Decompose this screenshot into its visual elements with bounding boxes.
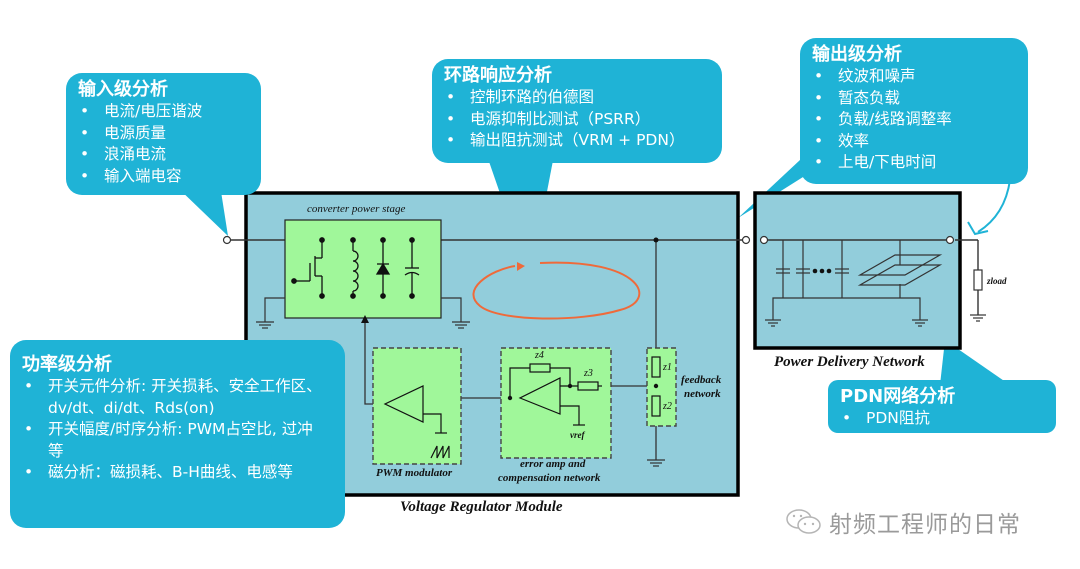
vrm-output-terminal: [741, 235, 751, 245]
terminals: [222, 235, 955, 245]
converter-grounds: [256, 297, 470, 329]
pdn-ellipsis-dots: [812, 268, 832, 274]
feedback-label-line2: network: [684, 388, 721, 400]
output-stage-item: 上电/下电时间: [812, 152, 1016, 174]
input-stage-callout: 输入级分析 电流/电压谐波 电源质量 浪涌电流 输入端电容: [66, 73, 261, 195]
feedback-label-line1: feedback: [681, 374, 722, 386]
pdn-list: PDN阻抗: [840, 408, 1044, 430]
pwm-modulator-label: PWM modulator: [376, 467, 453, 479]
pdn-title: PDN网络分析: [840, 386, 956, 407]
pdn-callout: PDN网络分析 PDN阻抗: [828, 380, 1056, 433]
input-stage-item: 电源质量: [78, 123, 249, 145]
loop-response-callout: 环路响应分析 控制环路的伯德图 电源抑制比测试（PSRR） 输出阻抗测试（VRM…: [432, 59, 722, 163]
output-callout-arrowhead: [967, 221, 989, 236]
pdn-module-label: Power Delivery Network: [774, 354, 925, 370]
output-stage-item: 纹波和噪声: [812, 66, 1016, 88]
z1-label: z1: [663, 362, 672, 373]
power-stage-item: 开关元件分析: 开关损耗、安全工作区、dv/dt、di/dt、Rds(on): [22, 376, 322, 419]
output-stage-item: 暂态负载: [812, 88, 1016, 110]
loop-arrow: [472, 261, 641, 320]
converter-power-stage: [284, 219, 442, 319]
power-stage-item: 开关幅度/时序分析: PWM占空比, 过冲等: [22, 419, 322, 462]
feedback-resistors: [651, 356, 661, 417]
feedback-network: [646, 347, 677, 427]
loop-response-item: 输出阻抗测试（VRM + PDN）: [444, 130, 710, 152]
capacitor-symbol: [404, 240, 420, 296]
power-stage-title: 功率级分析: [22, 354, 112, 375]
loop-response-item: 控制环路的伯德图: [444, 87, 710, 109]
pdn-callout-tail: [940, 340, 1010, 385]
feedback-ground: [647, 459, 665, 467]
pwm-modulator: [372, 347, 462, 465]
pdn-circuit: [765, 240, 986, 327]
input-stage-title: 输入级分析: [78, 79, 168, 100]
error-amp-label-line1: error amp and: [520, 458, 586, 470]
error-amp-circuit: [509, 363, 602, 426]
diode-symbol: [375, 240, 391, 296]
output-stage-callout: 输出级分析 纹波和噪声 暂态负载 负载/线路调整率 效率 上电/下电时间: [800, 38, 1028, 184]
input-callout-tail: [175, 185, 228, 236]
watermark: 射频工程师的日常: [785, 505, 1021, 539]
output-stage-item: 负载/线路调整率: [812, 109, 1016, 131]
output-stage-item: 效率: [812, 131, 1016, 153]
pdn-output-terminal: [945, 235, 955, 245]
input-stage-item: 输入端电容: [78, 166, 249, 188]
loop-response-item: 电源抑制比测试（PSRR）: [444, 109, 710, 131]
output-stage-title: 输出级分析: [812, 44, 902, 65]
vref-label: vref: [570, 430, 585, 440]
converter-power-stage-label: converter power stage: [307, 203, 406, 215]
power-stage-components: [291, 237, 420, 299]
power-stage-callout: 功率级分析 开关元件分析: 开关损耗、安全工作区、dv/dt、di/dt、Rds…: [10, 340, 345, 528]
input-stage-item: 电流/电压谐波: [78, 101, 249, 123]
output-stage-list: 纹波和噪声 暂态负载 负载/线路调整率 效率 上电/下电时间: [812, 66, 1016, 174]
pdn-item: PDN阻抗: [840, 408, 1044, 430]
pdn-input-terminal: [759, 235, 769, 245]
z3-label: z3: [584, 368, 593, 379]
z2-label: z2: [663, 401, 672, 412]
wechat-icon: [786, 509, 821, 534]
power-stage-item: 磁分析：磁损耗、B-H曲线、电感等: [22, 462, 322, 484]
output-callout-arrow: [977, 179, 1011, 233]
z4-label: z4: [535, 350, 544, 361]
loop-response-list: 控制环路的伯德图 电源抑制比测试（PSRR） 输出阻抗测试（VRM + PDN）: [444, 87, 710, 152]
power-stage-list: 开关元件分析: 开关损耗、安全工作区、dv/dt、di/dt、Rds(on) 开…: [22, 376, 322, 484]
loop-response-title: 环路响应分析: [444, 65, 552, 86]
main-rail: [229, 239, 979, 315]
watermark-text: 射频工程师的日常: [829, 512, 1021, 538]
pdn-module: [753, 191, 962, 350]
zload-label: zload: [987, 276, 1007, 286]
input-stage-list: 电流/电压谐波 电源质量 浪涌电流 输入端电容: [78, 101, 249, 187]
error-amp-label-line2: compensation network: [498, 472, 601, 484]
pwm-comparator: [383, 385, 450, 459]
input-terminal: [222, 235, 232, 245]
input-stage-item: 浪涌电流: [78, 144, 249, 166]
error-amp-network: [500, 347, 612, 459]
vrm-module-label: Voltage Regulator Module: [400, 499, 563, 515]
